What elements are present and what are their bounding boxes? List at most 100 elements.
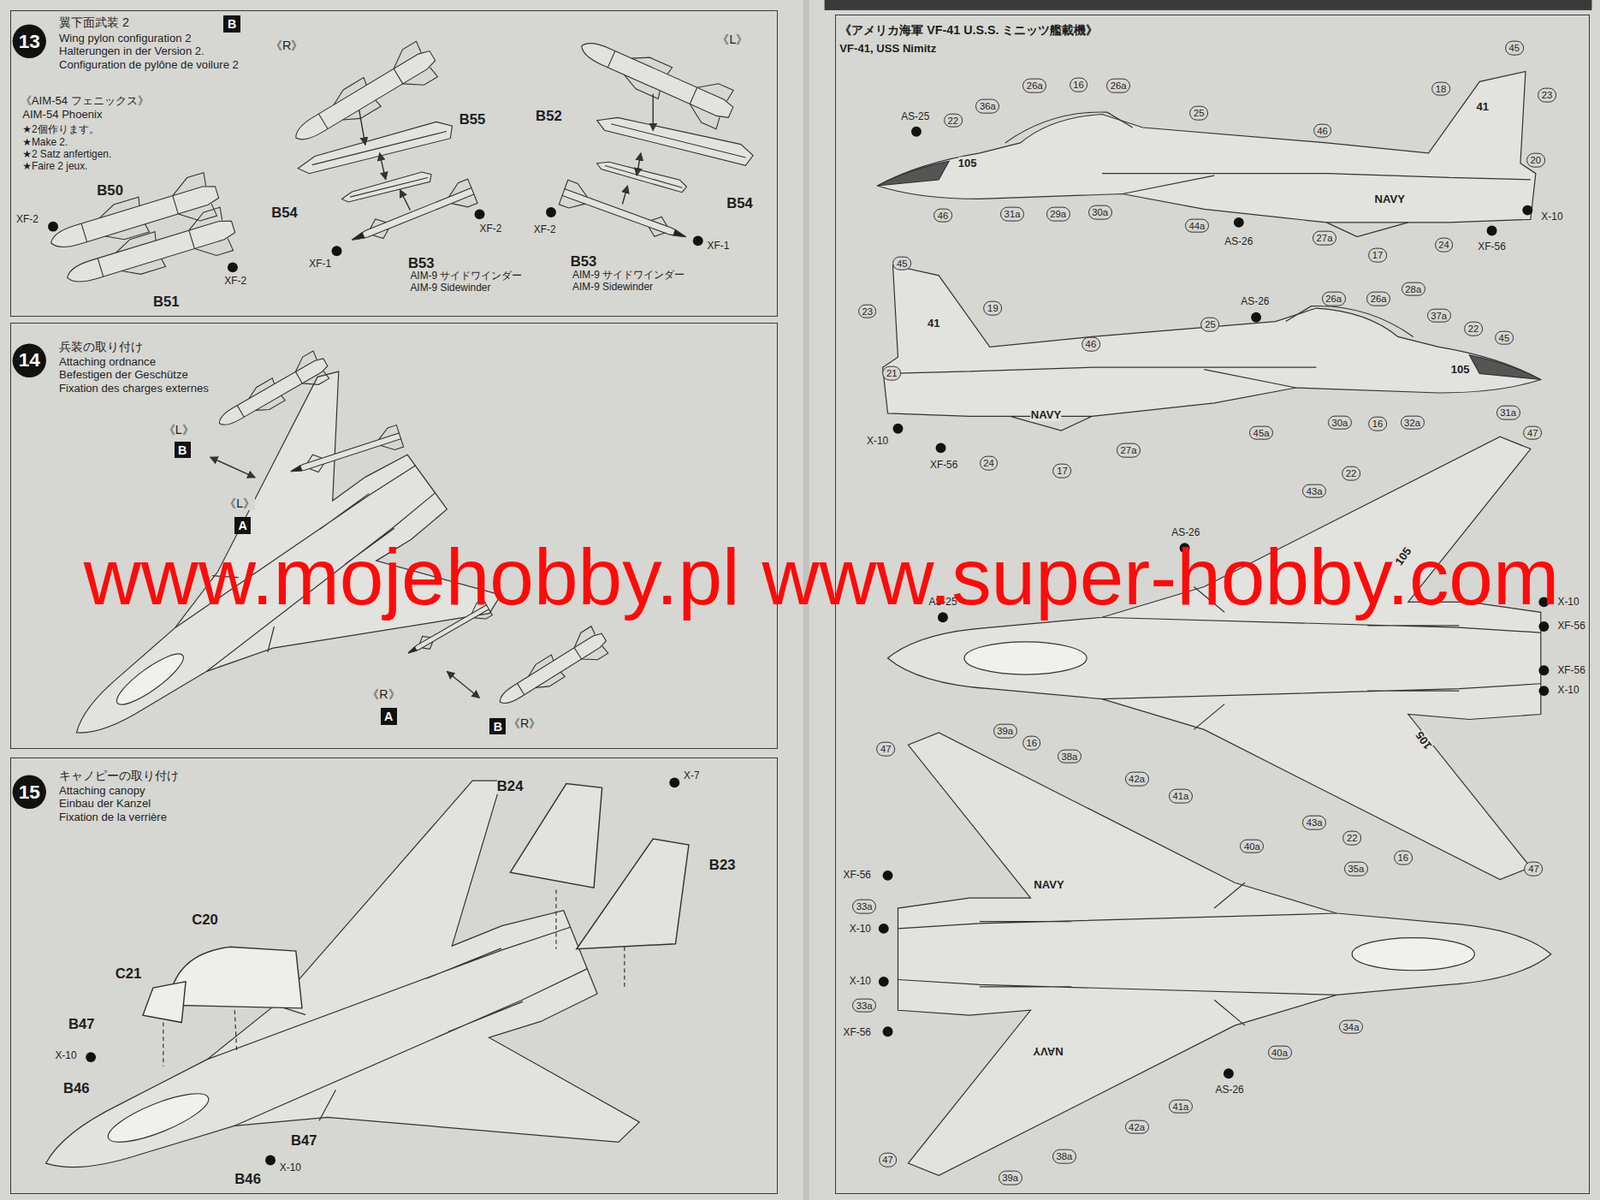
callout-number: 27a — [1116, 443, 1141, 458]
header-band — [824, 0, 1593, 11]
callout-number: 25 — [1201, 317, 1221, 332]
paint-code: XF-2 — [224, 275, 247, 288]
callout-number: 29a — [1046, 207, 1071, 222]
aircraft-marking: 105 — [958, 156, 978, 170]
paint-code: X-10 — [54, 1049, 77, 1062]
step-subheading: VF-41, USS Nimitz — [839, 41, 937, 55]
side-marker: 《L》 — [163, 422, 195, 437]
note-text: ★2 Satz anfertigen. — [22, 148, 112, 161]
callout-number: 39a — [993, 723, 1018, 739]
part-number: B23 — [709, 856, 736, 873]
callout-number: 26a — [1106, 78, 1131, 94]
step-heading: 《アメリカ海軍 VF-41 U.S.S. ミニッツ艦載機》 — [839, 23, 1098, 37]
callout-number: 31a — [1496, 404, 1521, 420]
side-marker: 《R》 — [367, 687, 400, 701]
callout-number: 43a — [1302, 483, 1327, 498]
paint-code: XF-2 — [480, 223, 503, 236]
paint-code: AS-26 — [1215, 1084, 1245, 1097]
part-number: B47 — [290, 1131, 318, 1149]
watermark: www.mojehobby.pl www.super-hobby.com — [83, 530, 1559, 623]
phoenix-missile — [491, 623, 613, 716]
paint-code: XF-56 — [843, 869, 872, 882]
aircraft-marking: 41 — [1476, 100, 1490, 114]
note-text: AIM-9 サイドワインダー — [572, 269, 685, 282]
part-number: B51 — [153, 293, 180, 310]
callout-number: 17 — [1053, 462, 1073, 478]
callout-number: 45 — [1494, 330, 1514, 345]
note-text: AIM-9 Sidewinder — [572, 281, 653, 294]
part-number: B54 — [726, 195, 753, 212]
callout-number: 42a — [1125, 771, 1150, 787]
aircraft-marking: NAVY — [1032, 1044, 1063, 1058]
aircraft-side-view — [882, 265, 1541, 431]
part-number: B52 — [535, 107, 563, 125]
step-subheading: Befestigen der Geschütze — [59, 367, 189, 381]
sidewinder-missile — [287, 425, 404, 483]
side-marker: 《L》 — [224, 496, 255, 510]
callout-number: 32a — [1400, 414, 1425, 430]
part-number: B46 — [234, 1170, 261, 1187]
callout-number: 34a — [1339, 1019, 1363, 1034]
phoenix-missile — [211, 348, 334, 438]
part-number: B46 — [63, 1079, 90, 1097]
step-subheading: Configuration de pylône de voilure 2 — [59, 58, 239, 72]
aircraft-marking: NAVY — [1033, 877, 1064, 891]
badge-letter: A — [384, 710, 393, 723]
paint-dots — [47, 207, 704, 273]
step-subheading: Fixation des charges externes — [59, 381, 209, 395]
callout-number: 33a — [852, 899, 877, 914]
callout-number: 17 — [1368, 248, 1387, 263]
callout-number: 22 — [943, 112, 963, 128]
note-text: 《AIM-54 フェニックス》 — [20, 94, 149, 107]
paint-code: AS-25 — [900, 111, 930, 124]
callout-number: 30a — [1088, 205, 1113, 220]
callout-number: 46 — [1081, 337, 1101, 352]
step-heading: 兵装の取り付け — [59, 339, 143, 354]
step-subheading: Attaching canopy — [59, 783, 146, 797]
note-text: ★Make 2. — [22, 136, 68, 149]
aircraft-marking: NAVY — [1031, 408, 1061, 422]
assembly-guides — [163, 889, 625, 1067]
side-marker: 《L》 — [717, 32, 748, 47]
part-number: B50 — [96, 182, 124, 199]
paint-code: X-10 — [849, 924, 872, 937]
badge-letter: A — [237, 519, 247, 532]
part-tree-badge: A — [234, 516, 251, 534]
side-marker: 《R》 — [508, 716, 541, 730]
aircraft-perspective — [0, 766, 652, 1200]
callout-number: 30a — [1327, 414, 1352, 430]
wing-pylon — [295, 118, 456, 176]
callout-number: 43a — [1302, 815, 1327, 830]
step-number-text: 15 — [18, 782, 41, 802]
callout-number: 24 — [979, 456, 999, 471]
part-number: B53 — [408, 254, 435, 272]
paint-code: X-10 — [1540, 211, 1563, 224]
callout-number: 38a — [1057, 748, 1082, 764]
sidewinder-missile — [558, 179, 690, 249]
paint-code: XF-2 — [16, 213, 39, 226]
step-subheading: Attaching ordnance — [59, 355, 156, 368]
part-number: B55 — [459, 111, 486, 128]
paint-code: AS-26 — [1240, 296, 1269, 309]
part-tree-badge: A — [380, 707, 398, 724]
callout-number: 22 — [1342, 830, 1362, 846]
callout-number: 16 — [1393, 849, 1413, 865]
paint-code: X-7 — [683, 770, 700, 783]
step-number: 13 — [11, 23, 48, 60]
step-circle-fill — [12, 24, 47, 59]
callout-number: 44a — [1185, 218, 1209, 233]
callout-number: 23 — [1537, 88, 1557, 103]
badge-letter: B — [493, 720, 503, 733]
callout-number: 26a — [1022, 78, 1047, 94]
callout-number: 16 — [1368, 416, 1387, 432]
callout-number: 25 — [1189, 106, 1209, 121]
step-heading: 翼下面武装 2 — [59, 15, 130, 30]
paint-code: X-10 — [1557, 596, 1579, 609]
callout-number: 41a — [1168, 788, 1193, 804]
callout-number: 26a — [1321, 291, 1346, 307]
windscreen-part — [142, 981, 186, 1023]
aircraft-bottom-view — [897, 732, 1551, 1175]
paint-code: X-10 — [1557, 685, 1579, 698]
callout-number: 40a — [1268, 1044, 1292, 1060]
paint-code: X-10 — [849, 975, 872, 988]
